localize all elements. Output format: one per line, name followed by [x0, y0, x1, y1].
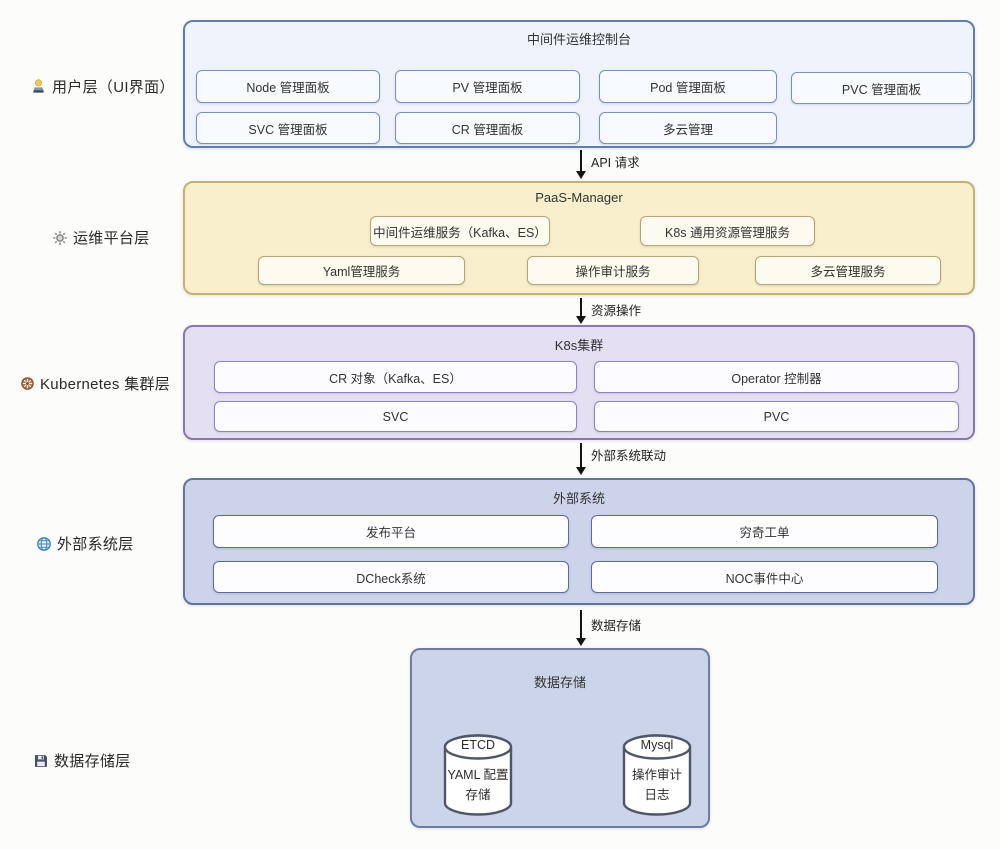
paas-layer-title: PaaS-Manager [535, 190, 623, 205]
panel-pvc: PVC 管理面板 [791, 72, 972, 104]
database-desc: 操作审计 [631, 768, 682, 782]
ext-qiongqi-ticket: 穷奇工单 [591, 515, 938, 548]
ext-release-platform: 发布平台 [213, 515, 569, 548]
service-k8s-resource: K8s 通用资源管理服务 [640, 216, 815, 246]
database-cylinder-icon [443, 734, 513, 816]
layer-label-k8s: Kubernetes 集群层 [20, 373, 170, 394]
k8s-layer-title: K8s集群 [554, 338, 604, 353]
k8s-cr-objects: CR 对象（Kafka、ES） [214, 361, 577, 393]
layer-label-text: 用户层（UI界面） [52, 79, 175, 96]
storage-layer-title: 数据存储 [533, 675, 586, 690]
panel-pv: PV 管理面板 [395, 70, 580, 103]
service-yaml: Yaml管理服务 [258, 256, 465, 285]
k8s-pvc: PVC [594, 401, 959, 432]
user-layer-title: 中间件运维控制台 [526, 32, 631, 47]
database-desc: 存储 [465, 788, 491, 802]
layer-label-paas: 运维平台层 [52, 227, 150, 248]
technologist-icon [32, 79, 45, 93]
database-cylinder-icon [622, 734, 692, 816]
k8s-layer-box: K8s集群 CR 对象（Kafka、ES） Operator 控制器 SVC P… [183, 325, 975, 440]
database-desc: YAML 配置 [447, 768, 509, 782]
arrow-label: 外部系统联动 [591, 449, 667, 463]
storage-layer-box: 数据存储 ETCD YAML 配置 存储 Mysql 操作审计 日志 [410, 648, 710, 828]
mysql-cylinder: Mysql 操作审计 日志 [621, 733, 693, 817]
layer-label-text: 外部系统层 [57, 536, 134, 553]
service-middleware-ops: 中间件运维服务（Kafka、ES） [370, 216, 550, 246]
layer-label-storage: 数据存储层 [33, 750, 131, 771]
panel-multicloud: 多云管理 [599, 112, 777, 144]
panel-pod: Pod 管理面板 [599, 70, 777, 103]
layer-label-user: 用户层（UI界面） [30, 76, 175, 97]
database-name: ETCD [460, 738, 496, 752]
service-audit: 操作审计服务 [527, 256, 699, 285]
floppy-disk-icon [35, 754, 47, 767]
layer-label-external: 外部系统层 [36, 533, 134, 554]
arrow-label: 数据存储 [591, 619, 642, 633]
external-layer-box: 外部系统 发布平台 穷奇工单 DCheck系统 NOC事件中心 [183, 478, 975, 605]
paas-layer-box: PaaS-Manager 中间件运维服务（Kafka、ES） K8s 通用资源管… [183, 181, 975, 295]
gear-icon [53, 230, 67, 245]
k8s-operator: Operator 控制器 [594, 361, 959, 393]
globe-icon [37, 536, 51, 551]
ext-dcheck-system: DCheck系统 [213, 561, 569, 593]
k8s-svc: SVC [214, 401, 577, 432]
ext-noc-center: NOC事件中心 [591, 561, 938, 593]
panel-cr: CR 管理面板 [395, 112, 580, 144]
panel-svc: SVC 管理面板 [196, 112, 380, 144]
external-layer-title: 外部系统 [552, 491, 605, 506]
arrow-label: API 请求 [591, 156, 640, 170]
user-layer-box: 中间件运维控制台 Node 管理面板 PV 管理面板 Pod 管理面板 PVC … [183, 20, 975, 148]
panel-node: Node 管理面板 [196, 70, 380, 103]
kubernetes-wheel-icon [21, 377, 34, 390]
service-multicloud: 多云管理服务 [755, 256, 941, 285]
database-name: Mysql [640, 738, 674, 752]
database-desc: 日志 [644, 788, 670, 802]
etcd-cylinder: ETCD YAML 配置 存储 [442, 733, 514, 817]
layer-label-text: 运维平台层 [73, 230, 150, 247]
layer-label-text: 数据存储层 [54, 753, 131, 770]
arrow-label: 资源操作 [591, 304, 642, 318]
layer-label-text: Kubernetes 集群层 [40, 376, 171, 393]
